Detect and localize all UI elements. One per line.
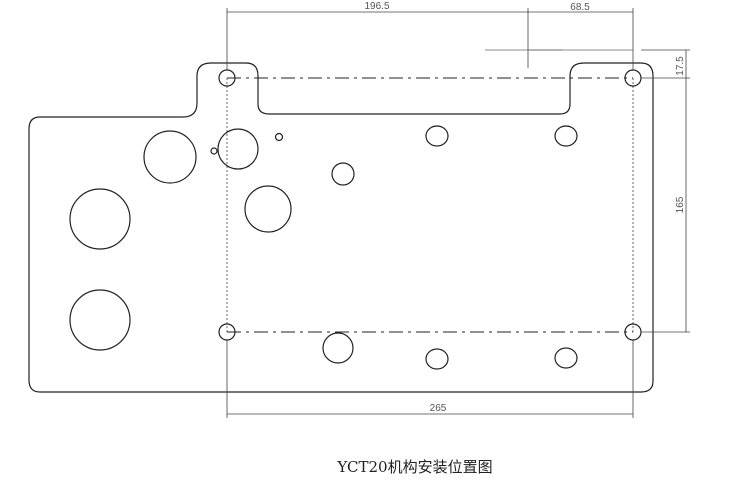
slot-3: [425, 348, 449, 370]
mounting-rect-sides: [226, 78, 634, 332]
plate-outline: [28, 62, 654, 393]
large-hole-3: [69, 289, 131, 351]
dim-top-right: 68.5: [570, 2, 590, 13]
dim-right-small: 17.5: [675, 56, 686, 76]
dim-bottom-width: 265: [430, 403, 447, 414]
dimension-lines: [226, 8, 690, 418]
small-hole-1: [331, 162, 355, 186]
slot-4: [554, 347, 578, 369]
medium-hole-2: [244, 185, 292, 233]
tiny-hole-2: [274, 132, 284, 142]
drawing-caption: YCT20机构安装位置图: [337, 458, 493, 476]
tiny-hole-1: [210, 147, 218, 155]
dim-top-left: 196.5: [364, 1, 389, 12]
dim-right-height: 165: [675, 196, 686, 213]
slot-2: [554, 125, 578, 147]
small-hole-2: [322, 332, 354, 364]
large-hole-1: [143, 130, 197, 184]
medium-hole-1: [217, 128, 259, 170]
slot-1: [425, 125, 449, 147]
mounting-centerlines: [227, 77, 633, 333]
large-hole-2: [69, 188, 131, 250]
